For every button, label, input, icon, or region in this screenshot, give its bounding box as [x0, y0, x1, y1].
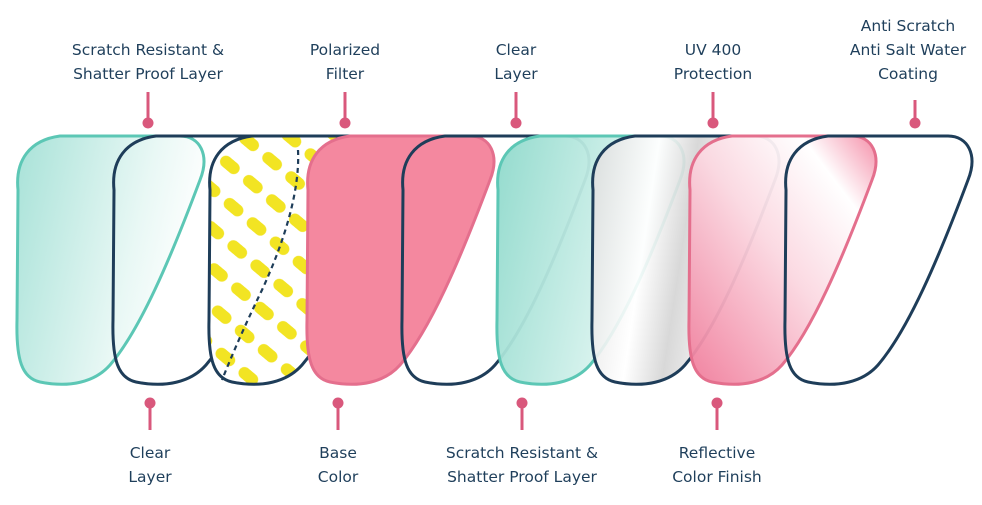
- label-reflective-finish: Reflective Color Finish: [647, 441, 787, 489]
- label-polarized-filter: Polarized Filter: [285, 38, 405, 86]
- label-scratch-resistant-top: Scratch Resistant & Shatter Proof Layer: [48, 38, 248, 86]
- label-line: Scratch Resistant &: [71, 41, 225, 59]
- label-line: UV 400: [684, 41, 742, 59]
- label-line: Clear: [495, 41, 537, 59]
- label-line: Clear: [129, 444, 171, 462]
- label-line: Polarized: [309, 41, 381, 59]
- label-line: Protection: [673, 65, 753, 83]
- top-markers: [142, 92, 921, 129]
- label-line: Coating: [878, 65, 938, 83]
- label-clear-layer-bottom: Clear Layer: [100, 441, 200, 489]
- lens-scratch-resistant-layer-1: [15, 134, 206, 386]
- label-line: Layer: [494, 65, 538, 83]
- label-line: Shatter Proof Layer: [447, 468, 597, 486]
- label-line: Filter: [325, 65, 365, 83]
- bottom-markers: [144, 397, 723, 430]
- lens-reflective-color-finish: [687, 134, 878, 386]
- lens-base-color: [305, 134, 496, 386]
- label-line: Anti Scratch: [860, 17, 956, 35]
- lens-polarized-filter: [207, 134, 398, 386]
- label-scratch-resistant-bottom: Scratch Resistant & Shatter Proof Layer: [422, 441, 622, 489]
- label-line: Anti Salt Water: [849, 41, 967, 59]
- label-line: Color: [317, 468, 359, 486]
- label-uv400: UV 400 Protection: [653, 38, 773, 86]
- label-line: Shatter Proof Layer: [73, 65, 223, 83]
- label-line: Color Finish: [672, 468, 762, 486]
- label-line: Base: [319, 444, 357, 462]
- label-clear-layer-top: Clear Layer: [466, 38, 566, 86]
- label-anti-scratch: Anti Scratch Anti Salt Water Coating: [838, 14, 978, 86]
- label-base-color: Base Color: [288, 441, 388, 489]
- label-line: Reflective: [678, 444, 756, 462]
- label-line: Scratch Resistant &: [445, 444, 599, 462]
- label-line: Layer: [128, 468, 172, 486]
